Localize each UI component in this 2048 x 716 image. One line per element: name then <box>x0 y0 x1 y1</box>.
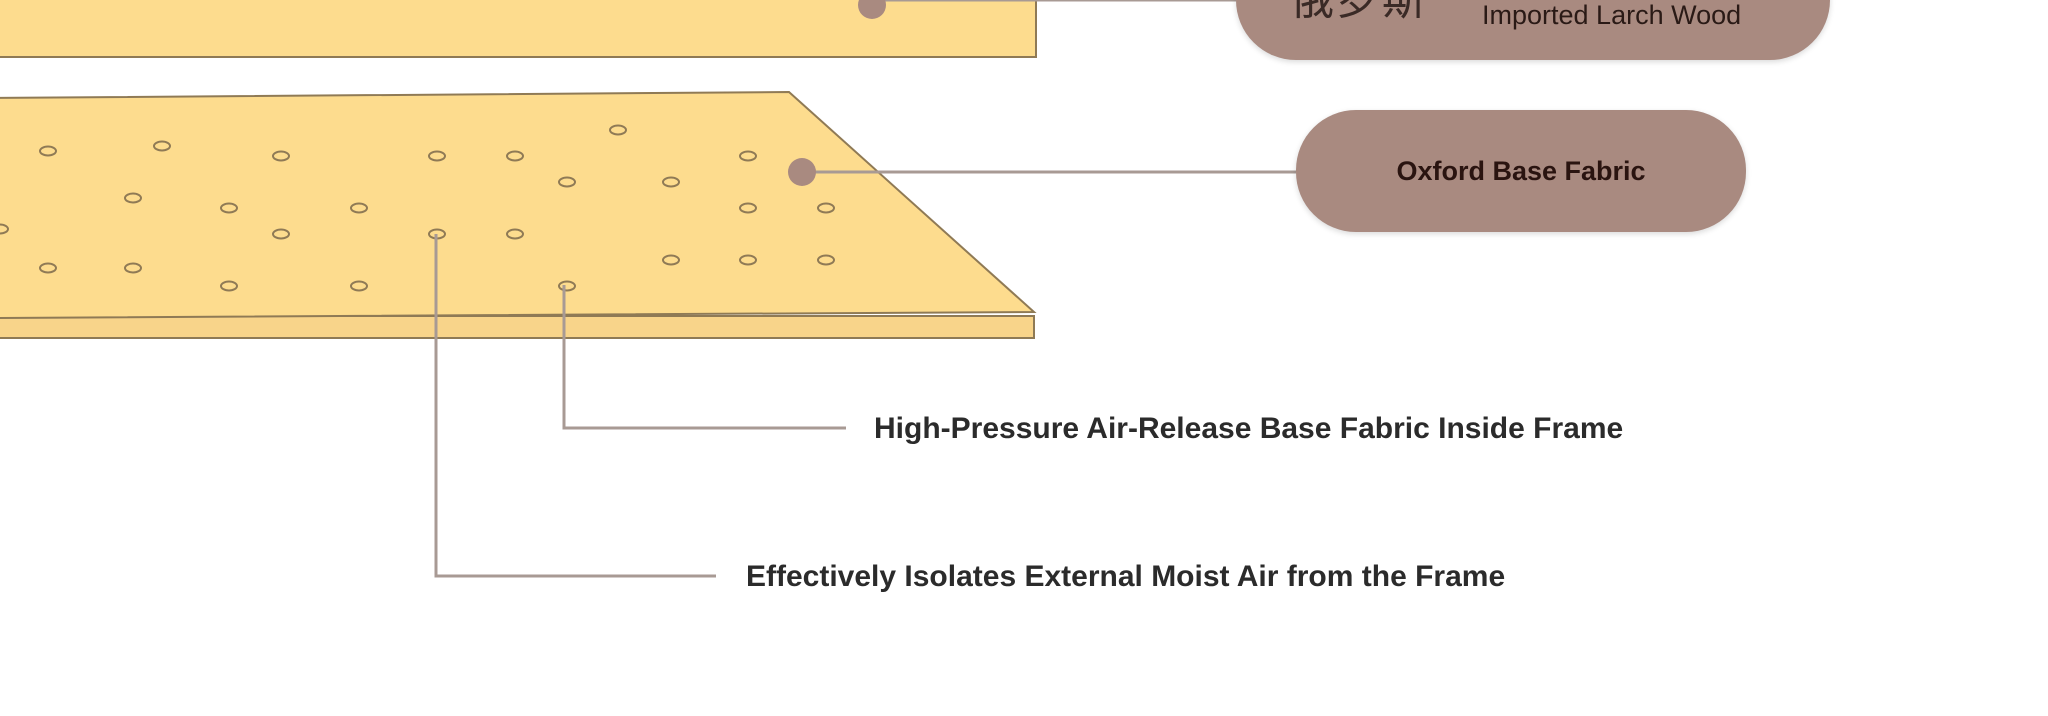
vent-hole <box>506 228 524 240</box>
vent-hole <box>153 140 171 152</box>
vent-hole <box>39 145 57 157</box>
larch-wood-en-text: Imported Larch Wood <box>1482 0 1742 30</box>
vent-hole <box>0 223 9 235</box>
vent-hole <box>272 228 290 240</box>
air-release-callout: High-Pressure Air-Release Base Fabric In… <box>874 412 1624 445</box>
larch-wood-label-pill: 俄罗斯 Imported Larch Wood <box>1236 0 1830 60</box>
oxford-fabric-text: Oxford Base Fabric <box>1396 155 1646 186</box>
vent-hole <box>506 150 524 162</box>
isolation-callout: Effectively Isolates External Moist Air … <box>746 560 1506 593</box>
leader-line-isolation <box>434 234 716 578</box>
leader-lines <box>434 0 1296 578</box>
vent-hole <box>662 176 680 188</box>
vent-hole <box>739 150 757 162</box>
anchor-dot-fabric <box>788 158 816 186</box>
vent-hole <box>739 202 757 214</box>
vent-holes <box>0 124 835 292</box>
vent-hole <box>817 254 835 266</box>
vent-hole <box>558 176 576 188</box>
anchor-dot-top <box>858 0 886 19</box>
vent-hole <box>220 202 238 214</box>
vent-hole <box>220 280 238 292</box>
vent-hole <box>428 150 446 162</box>
vent-hole <box>817 202 835 214</box>
vent-hole <box>350 202 368 214</box>
vent-hole <box>609 124 627 136</box>
leader-line-air-release <box>562 285 846 430</box>
fabric-board-edge <box>0 315 1035 339</box>
vent-hole <box>350 280 368 292</box>
vent-hole <box>662 254 680 266</box>
larch-wood-cn-text: 俄罗斯 <box>1290 0 1428 22</box>
vent-hole <box>124 192 142 204</box>
vent-hole <box>272 150 290 162</box>
vent-hole <box>558 280 576 292</box>
oxford-fabric-label-pill: Oxford Base Fabric <box>1296 110 1746 232</box>
vent-hole <box>124 262 142 274</box>
vent-hole <box>39 262 57 274</box>
oxford-fabric-board <box>0 90 1037 319</box>
vent-hole <box>739 254 757 266</box>
